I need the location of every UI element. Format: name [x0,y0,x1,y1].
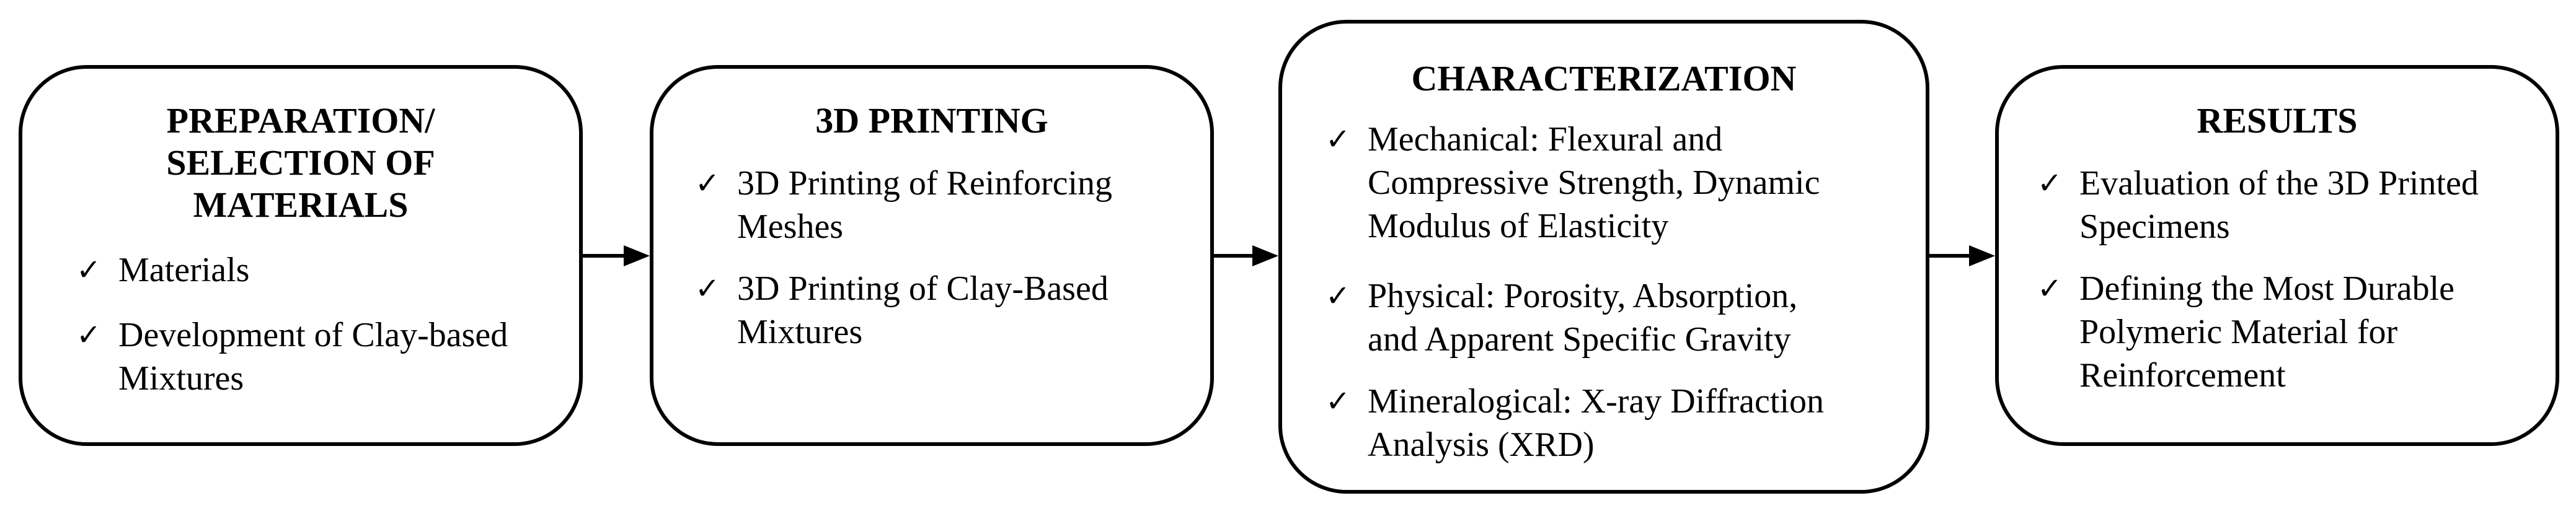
title-line: MATERIALS [193,185,409,225]
check-icon: ✓ [76,318,102,352]
list-item: ✓ Physical: Porosity, Absorption, and Ap… [1326,274,1797,361]
check-icon: ✓ [695,271,720,306]
step-title-results: RESULTS [1999,100,2556,142]
arrow-2-to-3 [1214,245,1278,266]
step-box-results: RESULTS ✓ Evaluation of the 3D Printed S… [1995,65,2559,446]
title-line: 3D PRINTING [815,100,1048,141]
title-line: SELECTION OF [166,142,435,183]
list-item: ✓ Mineralogical: X-ray Diffraction Analy… [1326,380,1824,466]
list-item: ✓ Evaluation of the 3D Printed Specimens [2037,162,2479,248]
check-icon: ✓ [2037,166,2063,201]
list-item: ✓ Mechanical: Flexural and Compressive S… [1326,118,1820,248]
title-line: PREPARATION/ [166,100,435,141]
list-item: ✓ Development of Clay-based Mixtures [76,313,508,400]
list-item: ✓ Defining the Most Durable Polymeric Ma… [2037,267,2454,397]
list-item: ✓ 3D Printing of Reinforcing Meshes [695,162,1112,248]
title-line: CHARACTERIZATION [1411,58,1797,98]
step-title-characterization: CHARACTERIZATION [1282,58,1926,100]
check-icon: ✓ [695,166,720,201]
check-icon: ✓ [1326,384,1351,419]
step-box-preparation: PREPARATION/ SELECTION OF MATERIALS ✓ Ma… [19,65,583,446]
check-icon: ✓ [2037,271,2063,306]
step-box-3d-printing: 3D PRINTING ✓ 3D Printing of Reinforcing… [650,65,1214,446]
arrow-3-to-4 [1929,245,1995,266]
check-icon: ✓ [1326,279,1351,313]
list-item: ✓ 3D Printing of Clay-Based Mixtures [695,267,1109,354]
step-box-characterization: CHARACTERIZATION ✓ Mechanical: Flexural … [1278,20,1929,494]
title-line: RESULTS [2197,100,2358,141]
step-title-3d-printing: 3D PRINTING [653,100,1210,142]
list-item: ✓ Materials [76,248,249,292]
check-icon: ✓ [76,253,102,287]
arrow-1-to-2 [583,245,650,266]
check-icon: ✓ [1326,122,1351,157]
step-title-preparation: PREPARATION/ SELECTION OF MATERIALS [22,100,579,226]
